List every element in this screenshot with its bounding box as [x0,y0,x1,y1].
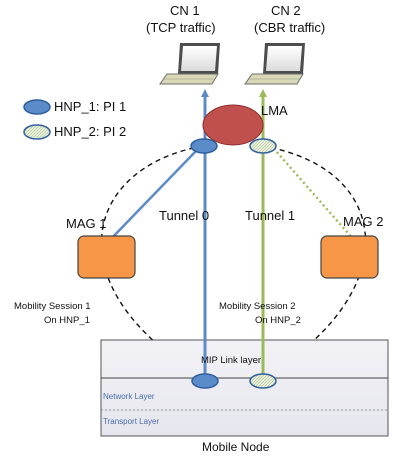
cn2-name: CN 2 [271,3,301,18]
lma-label: LMA [261,103,288,118]
mobile-node-title: Mobile Node [202,440,270,454]
laptop-cn2-icon [244,43,305,85]
legend-hnp2-icon [23,124,51,140]
tunnel-0-label: Tunnel 0 [159,208,210,223]
mobility-session-2-line2: On HNP_2 [255,315,301,326]
mn-hnp2-icon [249,373,277,389]
legend-hnp1-icon [23,99,51,115]
network-layer-label: Network Layer [103,392,155,401]
tunnel-1-label: Tunnel 1 [245,208,296,223]
mag-2-box [320,235,379,279]
mag-2-label: MAG 2 [343,214,384,229]
mobility-session-1-line1: Mobility Session 1 [14,301,91,312]
lma-node [202,104,264,146]
mobility-session-1-line2: On HNP_1 [44,315,90,326]
mn-hnp1-icon [191,373,219,389]
lma-hnp1-icon [190,138,218,154]
mag-1-box [77,235,136,279]
mobility-session-2-line1: Mobility Session 2 [219,301,296,312]
mobile-node-box [100,339,389,437]
tunnel-0-line [107,150,197,243]
transport-layer-label: Transport Layer [103,417,160,426]
legend-hnp1-label: HNP_1: PI 1 [54,99,127,114]
cn1-traffic: (TCP traffic) [146,20,216,35]
cn1-name: CN 1 [170,3,200,18]
laptop-cn1-icon [159,43,220,85]
legend-hnp2-label: HNP_2: PI 2 [54,124,127,139]
lma-hnp2-icon [249,138,277,154]
mip-link-layer-label: MIP Link layer [201,355,262,366]
cn2-traffic: (CBR traffic) [254,20,326,35]
mag-1-label: MAG 1 [66,216,107,231]
